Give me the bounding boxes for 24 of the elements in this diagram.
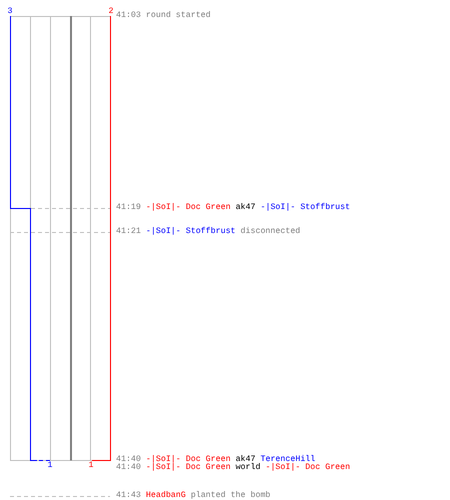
event-text: round started <box>146 12 211 20</box>
player-count: 2 <box>108 8 114 16</box>
timestamp: 41:03 <box>116 12 141 20</box>
player-name: HeadbanG <box>146 492 186 500</box>
timestamp: 41:43 <box>116 492 141 500</box>
player-name: -|SoI|- Stoffbrust <box>146 228 236 236</box>
timestamp: 41:19 <box>116 204 141 212</box>
timestamp: 41:40 <box>116 456 141 464</box>
timestamp: 41:40 <box>116 464 141 472</box>
event-text: planted the bomb <box>190 492 270 500</box>
event-text: disconnected <box>240 228 300 236</box>
player-count: 1 <box>48 462 52 470</box>
weapon-name: ak47 <box>236 204 256 212</box>
player-count: 3 <box>8 8 12 16</box>
player-name: -|SoI|- Doc Green <box>146 464 231 472</box>
weapon-name: world <box>236 464 260 472</box>
player-name: -|SoI|- Doc Green <box>265 464 350 472</box>
player-name: -|SoI|- Doc Green <box>146 456 231 464</box>
player-name: TerenceHill <box>260 456 316 464</box>
player-name: -|SoI|- Stoffbrust <box>260 204 350 212</box>
player-count: 1 <box>88 462 94 470</box>
weapon-name: ak47 <box>236 456 256 464</box>
player-name: -|SoI|- Doc Green <box>146 204 231 212</box>
timestamp: 41:21 <box>116 228 141 236</box>
